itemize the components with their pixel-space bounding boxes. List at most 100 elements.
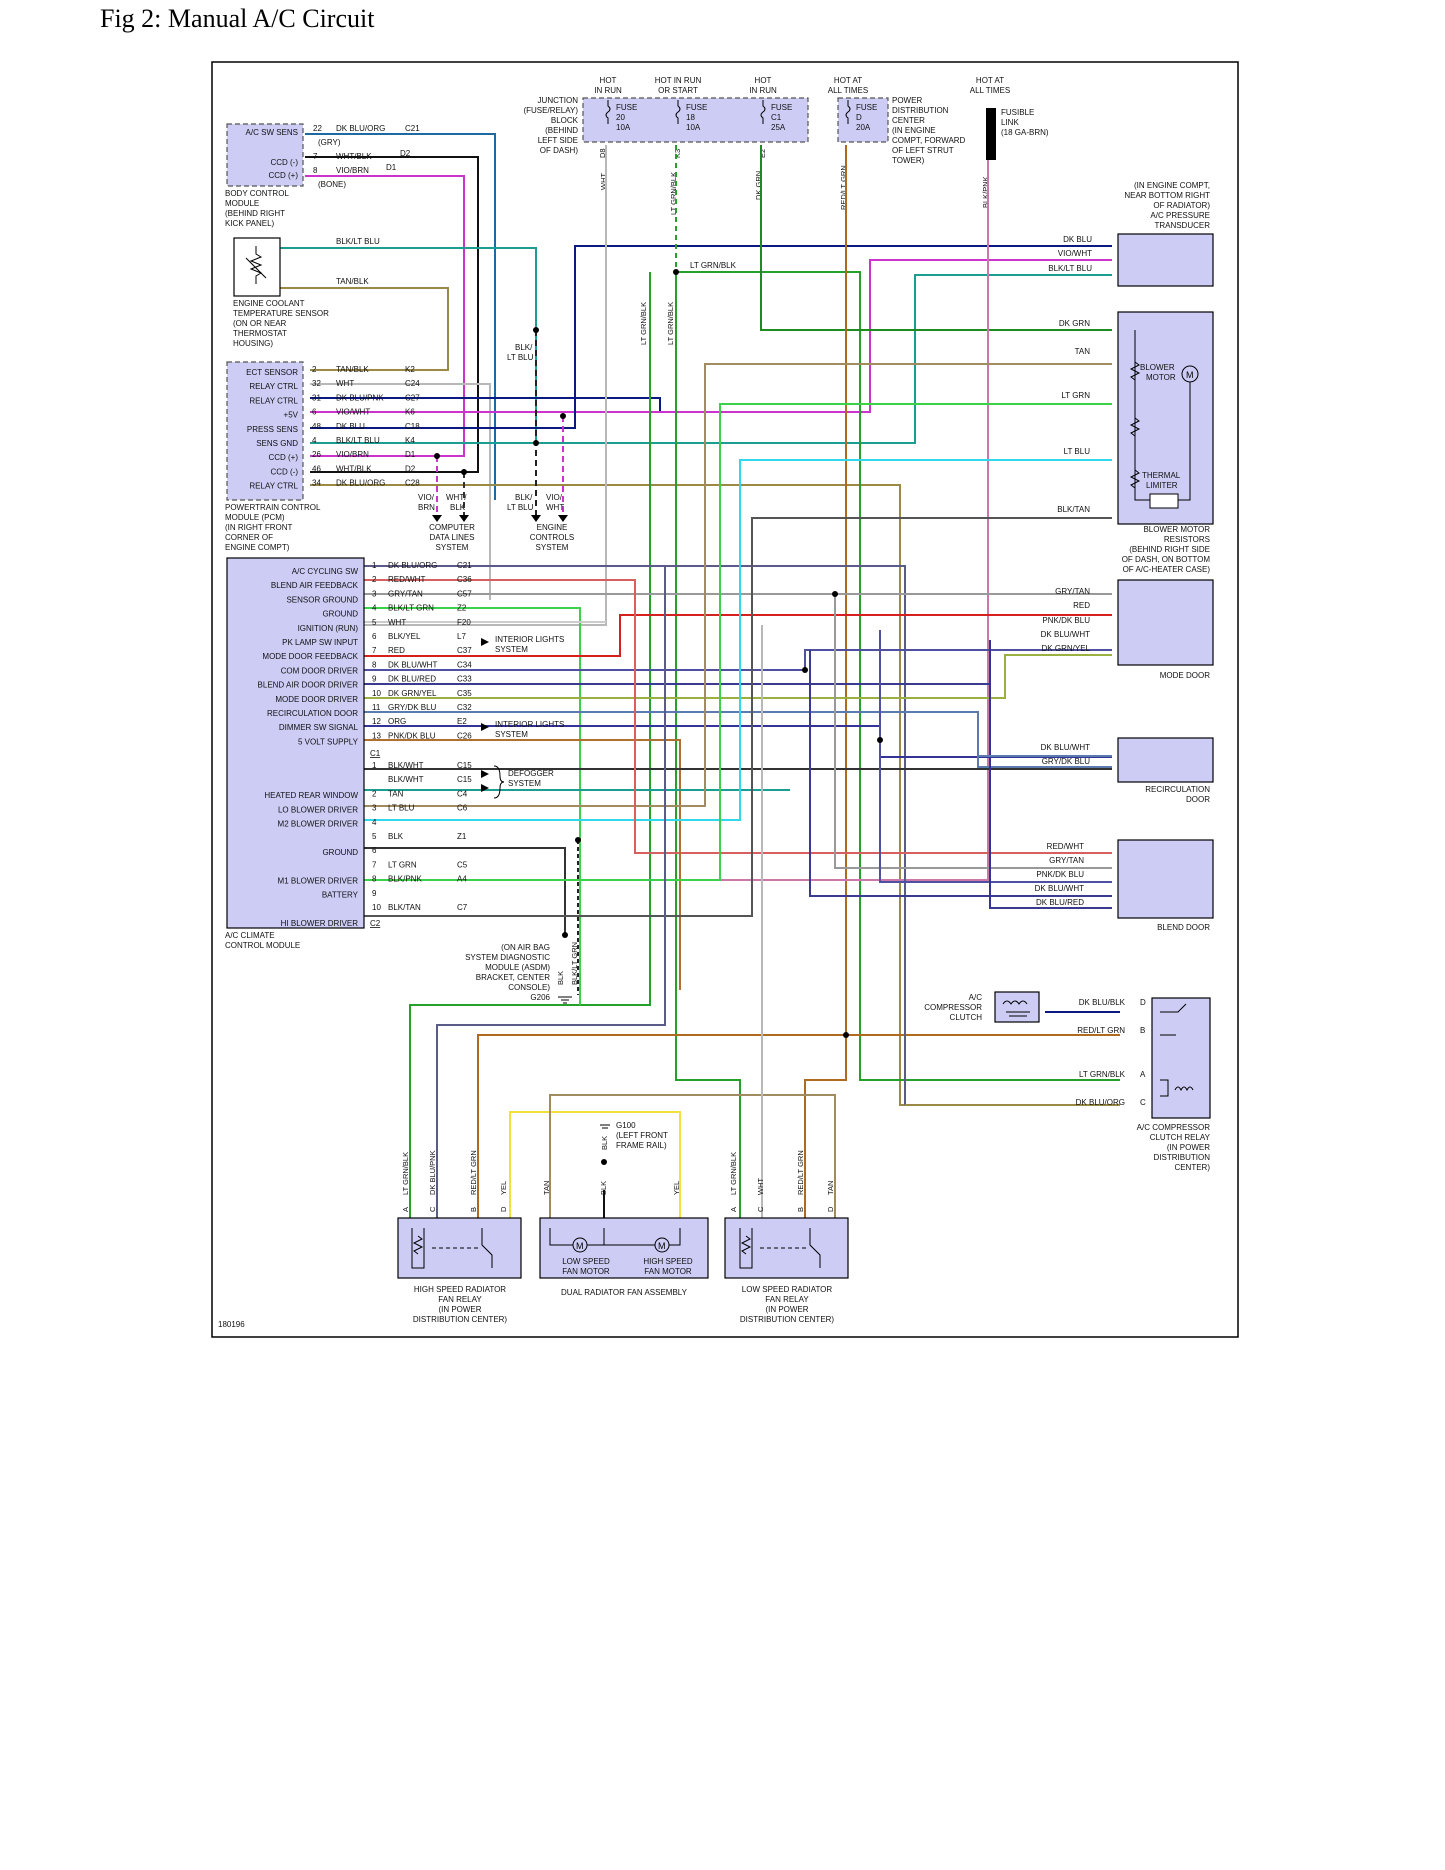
figure-id: 180196 bbox=[218, 1320, 245, 1329]
pcm-pin-name: CCD (-) bbox=[270, 467, 298, 476]
pcm-circuit: K2 bbox=[405, 365, 415, 374]
cm-c1-pin-number: 10 bbox=[372, 689, 381, 698]
cm-c1-pin-number: 7 bbox=[372, 646, 377, 655]
cm-c1-wire-color: DK GRN/YEL bbox=[388, 689, 437, 698]
ect-wire-2: TAN/BLK bbox=[336, 277, 369, 286]
assy-caption: DUAL RADIATOR FAN ASSEMBLY bbox=[561, 1288, 688, 1297]
relay-pin-2: B bbox=[1140, 1026, 1145, 1035]
transducer-wire-1: DK BLU bbox=[1063, 235, 1092, 244]
cm-c2-circuit: C7 bbox=[457, 903, 468, 912]
ls-wire-4: TAN bbox=[826, 1181, 835, 1195]
g100-blk: BLK bbox=[600, 1136, 609, 1150]
pcm-circuit: C27 bbox=[405, 393, 420, 402]
bcm-pin-2: CCD (-) bbox=[270, 158, 298, 167]
cm-c1-wire-color: RED/WHT bbox=[388, 575, 425, 584]
blower-wire-1: DK GRN bbox=[1059, 319, 1090, 328]
relay-pin-3: A bbox=[1140, 1070, 1146, 1079]
blend-door-caption: BLEND DOOR bbox=[1157, 923, 1210, 932]
cm-c1-pin-name: IGNITION (RUN) bbox=[298, 624, 359, 633]
cm-c1-pin-number: 8 bbox=[372, 660, 377, 669]
pcm-wire-color: VIO/BRN bbox=[336, 450, 369, 459]
pcm-pin-name: PRESS SENS bbox=[247, 425, 298, 434]
cm-c1-circuit: Z2 bbox=[457, 604, 467, 613]
pcm-wire-color: VIO/WHT bbox=[336, 408, 370, 417]
bcm-wire: WHT/BLK bbox=[336, 152, 372, 161]
pcm-circuit: K6 bbox=[405, 408, 415, 417]
cm-c1-pin-name: COM DOOR DRIVER bbox=[281, 666, 359, 675]
cm-c2-pin-number: 3 bbox=[372, 804, 377, 813]
cm-c2-wire-color: BLK/WHT bbox=[388, 775, 424, 784]
cm-c1-pin-number: 1 bbox=[372, 561, 377, 570]
pcm-circuit: C24 bbox=[405, 379, 420, 388]
pcm-circuit: C18 bbox=[405, 422, 420, 431]
bcm-pinnum: 8 bbox=[313, 166, 318, 175]
pcm-wire-color: DK BLU/ORG bbox=[336, 479, 385, 488]
svg-text:LT GRN/BLK: LT GRN/BLK bbox=[666, 302, 675, 345]
cm-c1-pin-number: 9 bbox=[372, 675, 377, 684]
body-control-module: A/C SW SENS CCD (-) CCD (+) 22 DK BLU/OR… bbox=[225, 123, 420, 228]
cm-c1-wire-color: WHT bbox=[388, 618, 406, 627]
cm-c1-wire-color: DK BLU/ORG bbox=[388, 561, 437, 570]
pcm-pin-number: 4 bbox=[312, 436, 317, 445]
svg-text:M: M bbox=[576, 1241, 584, 1251]
ccd-label-3: BLK/LT BLU bbox=[507, 493, 534, 512]
pcm-wire-color: TAN/BLK bbox=[336, 365, 369, 374]
blend-wire-5: DK BLU/RED bbox=[1036, 898, 1084, 907]
cm-c1-circuit: C21 bbox=[457, 561, 472, 570]
blower-wire-5: BLK/TAN bbox=[1057, 505, 1090, 514]
assy-wire-2: BLK bbox=[599, 1181, 608, 1195]
cm-c1-circuit: L7 bbox=[457, 632, 466, 641]
mode-door-caption: MODE DOOR bbox=[1160, 671, 1210, 680]
cm-c2-pin-number: 4 bbox=[372, 818, 377, 827]
cm-c1-pin-name: DIMMER SW SIGNAL bbox=[279, 723, 359, 732]
blend-wire-2: GRY/TAN bbox=[1049, 856, 1084, 865]
bcm-gry: (GRY) bbox=[318, 138, 341, 147]
cm-c1-wire-color: GRY/DK BLU bbox=[388, 703, 437, 712]
cm-c1-circuit: E2 bbox=[457, 717, 467, 726]
svg-text:BLK/PNK: BLK/PNK bbox=[981, 176, 990, 208]
cm-c2-wire-color: LT GRN bbox=[388, 860, 417, 869]
fusible-link-body bbox=[986, 108, 996, 160]
cm-c2-pin-number: 6 bbox=[372, 846, 377, 855]
conn-c2: C2 bbox=[370, 919, 381, 928]
svg-text:RED/LT GRN: RED/LT GRN bbox=[839, 165, 848, 210]
pcm-pin-number: 48 bbox=[312, 422, 321, 431]
blower-wire-4: LT BLU bbox=[1064, 447, 1091, 456]
cm-c2-circuit: C15 bbox=[457, 775, 472, 784]
cm-c2-circuit: C6 bbox=[457, 804, 468, 813]
cm-c1-pin-number: 2 bbox=[372, 575, 377, 584]
cm-c2-wire-color: BLK/TAN bbox=[388, 903, 421, 912]
bcm-wire: DK BLU/ORG bbox=[336, 124, 385, 133]
recirc-wire-1: DK BLU/WHT bbox=[1041, 743, 1090, 752]
cm-c1-pin-number: 4 bbox=[372, 604, 377, 613]
cm-c2-pin-number: 2 bbox=[372, 789, 377, 798]
ls-pin-2: C bbox=[756, 1206, 765, 1212]
cm-c1-pin-name: SENSOR GROUND bbox=[286, 595, 358, 604]
cm-c1-pin-name: A/C CYCLING SW bbox=[292, 567, 359, 576]
blend-wire-3: PNK/DK BLU bbox=[1036, 870, 1084, 879]
conn-c1: C1 bbox=[370, 749, 381, 758]
cm-c1-pin-number: 12 bbox=[372, 717, 381, 726]
cm-c2-pin-number: 7 bbox=[372, 860, 377, 869]
